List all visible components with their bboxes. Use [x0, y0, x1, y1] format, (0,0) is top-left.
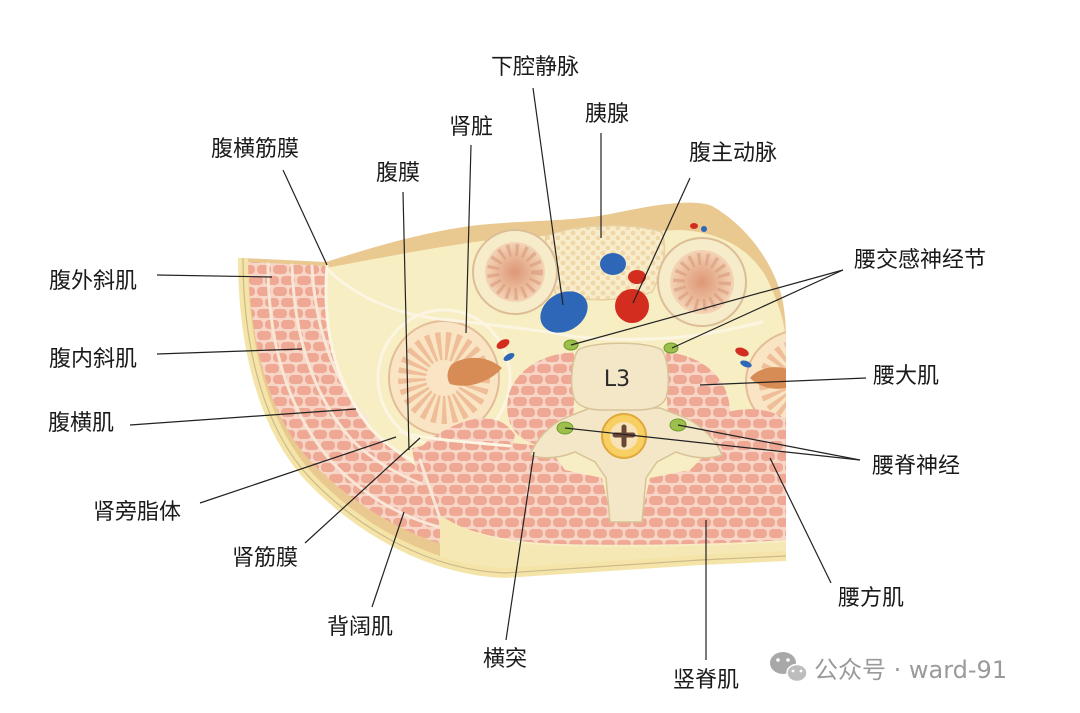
- wechat-icon: [770, 652, 808, 683]
- watermark: 公众号 · ward-91: [770, 652, 1007, 684]
- label-pararenal-fat-body: 肾旁脂体: [93, 500, 181, 525]
- leader-sympathetic-ganglion-right: [671, 269, 844, 349]
- vertebra-label: L3: [604, 367, 630, 392]
- label-external-oblique: 腹外斜肌: [49, 269, 137, 294]
- vertebral-body: [570, 342, 670, 411]
- leader-quadratus-lumborum: [769, 457, 832, 584]
- leader-internal-oblique: [156, 348, 303, 355]
- peritoneum-line: [326, 268, 764, 341]
- colon-right-folds: [673, 253, 731, 311]
- leader-renal-fascia: [304, 437, 421, 544]
- label-abdominal-aorta: 腹主动脉: [689, 141, 777, 166]
- small-vein-top: [701, 226, 707, 232]
- back-muscles: [412, 441, 786, 545]
- leader-spinal-nerve-left: [564, 427, 861, 461]
- superior-mesenteric-vein: [600, 253, 626, 275]
- label-transversalis-fascia: 腹横筋膜: [211, 137, 299, 162]
- label-kidney: 肾脏: [449, 115, 493, 140]
- leader-lines: [129, 87, 867, 660]
- vessels: [496, 223, 752, 368]
- internal-oblique-transversus-boundary: [290, 263, 440, 492]
- label-peritoneum: 腹膜: [376, 161, 420, 186]
- left-renal-artery: [496, 339, 510, 349]
- leader-external-oblique: [156, 274, 273, 278]
- colon-right: [657, 237, 747, 327]
- skin-outline: [242, 257, 787, 574]
- label-latissimus-dorsi: 背阔肌: [327, 615, 393, 640]
- sympathetic-ganglion-right: [663, 342, 679, 354]
- superior-mesenteric-artery: [628, 270, 646, 284]
- leader-spinal-nerve-right: [677, 424, 861, 461]
- label-lumbar-sympathetic-ganglion: 腰交感神经节: [854, 248, 986, 273]
- label-renal-fascia: 肾筋膜: [232, 546, 298, 571]
- leader-inferior-vena-cava: [532, 87, 564, 306]
- label-transverse-process: 横突: [483, 647, 527, 672]
- label-psoas-major: 腰大肌: [873, 364, 939, 389]
- leader-psoas-major: [699, 377, 867, 386]
- label-internal-oblique: 腹内斜肌: [49, 347, 137, 372]
- label-pancreas: 胰腺: [585, 102, 629, 127]
- right-renal-artery: [735, 347, 749, 357]
- leader-transversalis-fascia: [282, 169, 328, 266]
- vertebral-arch-and-processes: [529, 407, 723, 523]
- right-renal-vein: [740, 360, 752, 368]
- external-internal-oblique-boundary: [266, 262, 444, 530]
- leader-kidney: [465, 144, 472, 334]
- leader-sympathetic-ganglion-left: [570, 269, 844, 346]
- abdominal-aorta: [615, 289, 649, 323]
- leader-latissimus-dorsi: [371, 511, 405, 608]
- small-artery-top: [690, 223, 698, 229]
- leader-transversus-abdominis: [129, 408, 357, 426]
- label-transversus-abdominis: 腹横肌: [48, 411, 114, 436]
- colon-left-folds: [487, 244, 543, 300]
- transversalis-fascia-line: [324, 264, 432, 470]
- label-lumbar-spinal-nerve: 腰脊神经: [872, 454, 960, 479]
- label-quadratus-lumborum: 腰方肌: [838, 586, 904, 611]
- labels: 下腔静脉 肾脏 胰腺 腹主动脉 腹横筋膜 腹膜 腰交感神经节 腹外斜肌 腹内斜肌…: [48, 55, 986, 693]
- left-renal-vein: [503, 353, 515, 361]
- leader-transverse-process: [505, 451, 535, 641]
- kidney-right-renal-pelvis: [750, 367, 786, 389]
- kidney-left-renal-pelvis: [447, 357, 502, 386]
- abdominal-wall-muscles: [248, 262, 445, 545]
- leader-abdominal-aorta: [632, 177, 691, 304]
- posterior-renal-fascia-line: [398, 430, 512, 448]
- leader-pararenal-fat-body: [199, 436, 397, 504]
- leader-peritoneum: [402, 191, 410, 451]
- vertebra-l3: L3: [529, 342, 723, 523]
- watermark-text: 公众号 · ward-91: [814, 656, 1007, 684]
- label-erector-spinae: 竖脊肌: [673, 668, 739, 693]
- inferior-vena-cava: [540, 291, 588, 333]
- colon-left: [472, 229, 558, 315]
- label-inferior-vena-cava: 下腔静脉: [491, 55, 579, 80]
